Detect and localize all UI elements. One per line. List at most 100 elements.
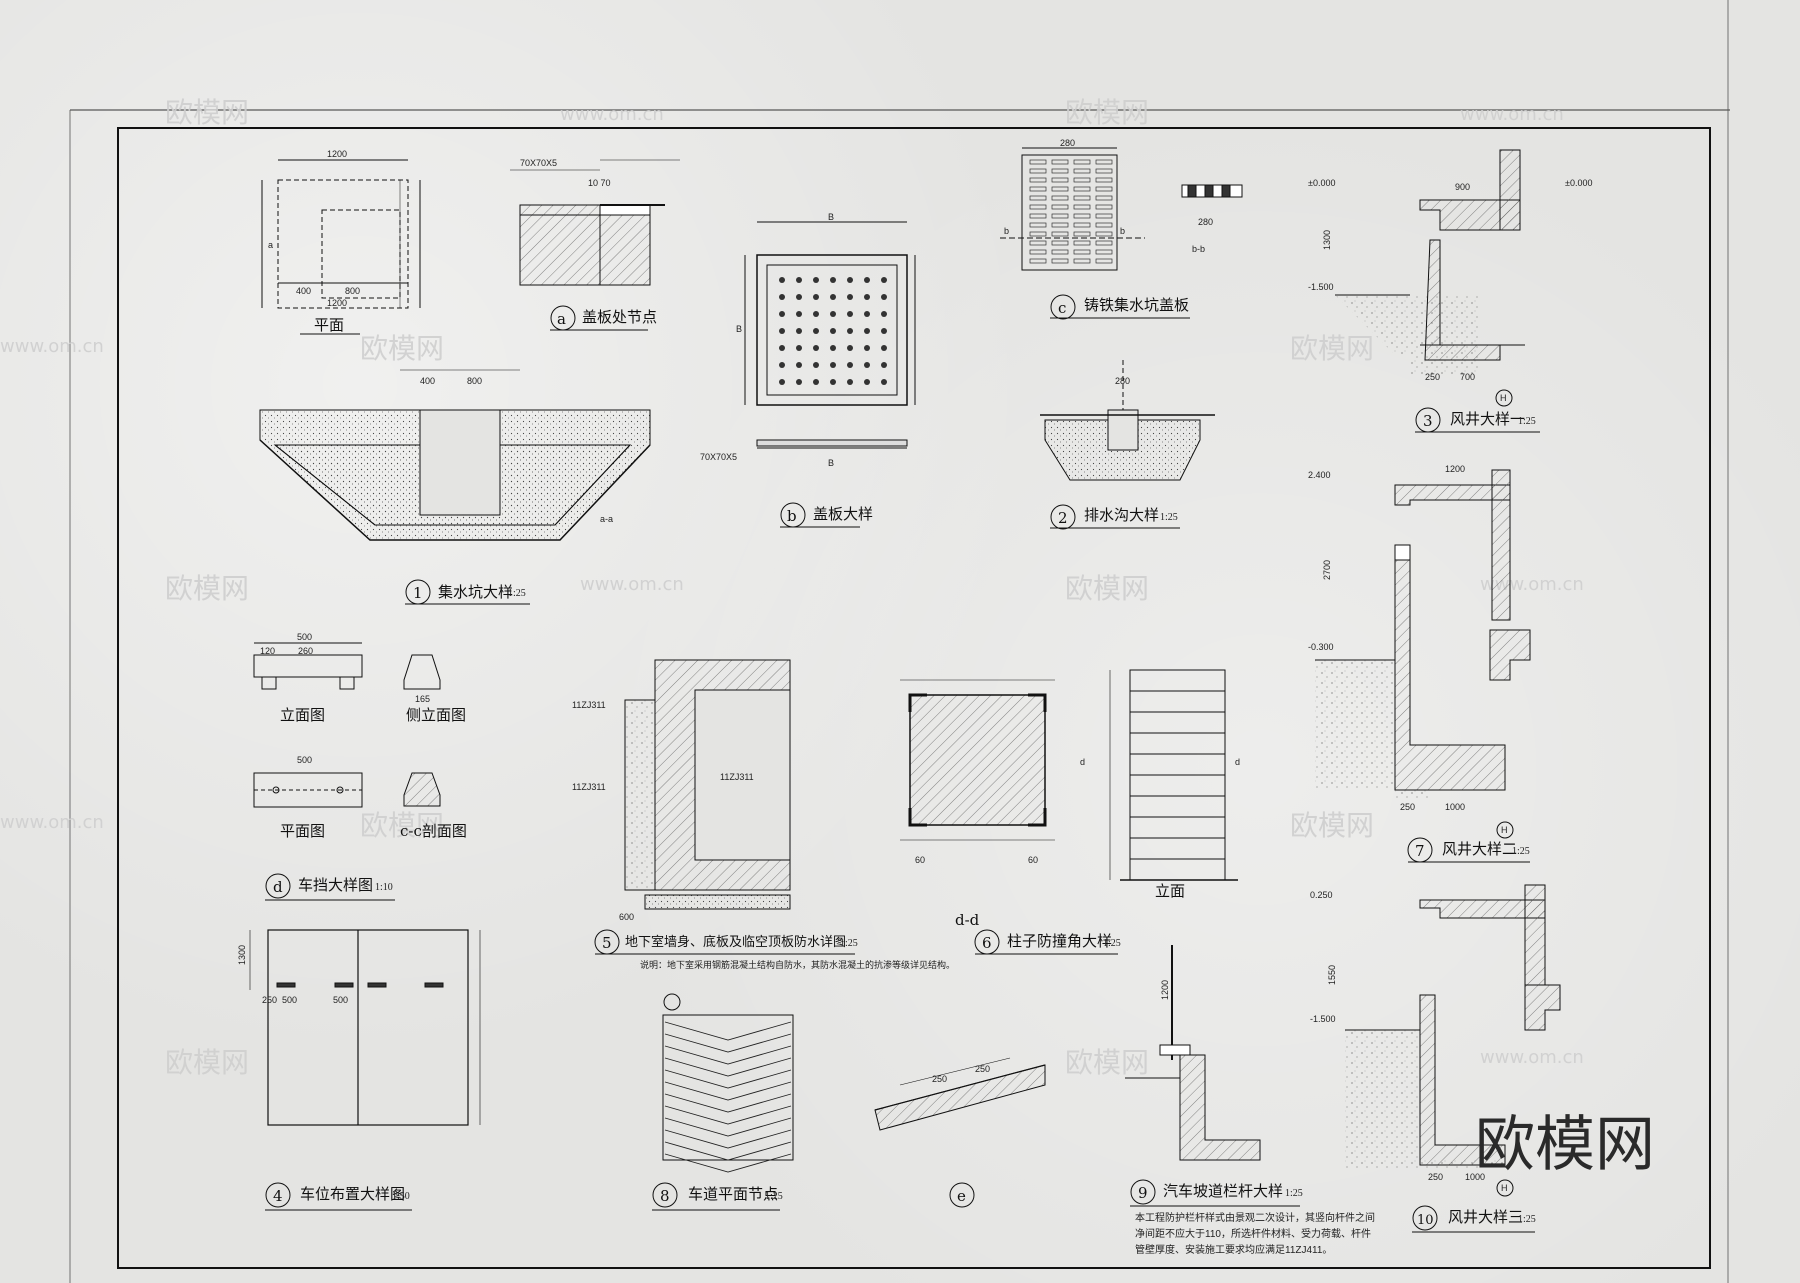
detail-5-title: 地下室墙身、底板及临空顶板防水详图	[625, 934, 846, 950]
grate-slot	[1073, 168, 1091, 174]
cover-hole	[864, 294, 870, 300]
detail-10-elev-top: 0.250	[1310, 890, 1333, 900]
grate-slot	[1029, 168, 1047, 174]
grate-slot	[1051, 186, 1069, 192]
cover-hole	[864, 379, 870, 385]
cover-hole	[881, 328, 887, 334]
grate-slot	[1073, 231, 1091, 237]
detail-4-num: 4	[273, 1187, 283, 1205]
detail-d-cc: c-c剖面图	[400, 822, 467, 840]
detail-1-title: 集水坑大样	[438, 583, 513, 601]
cover-hole	[796, 294, 802, 300]
cover-hole	[864, 362, 870, 368]
grate-slot	[1095, 240, 1113, 246]
wm-cn-7: 欧模网	[360, 809, 444, 842]
detail-c-title: 铸铁集水坑盖板	[1084, 296, 1189, 314]
detail-7-dim-1200: 1200	[1445, 464, 1465, 474]
detail-2-scale: 1:25	[1160, 512, 1178, 523]
detail-7-dim-2700: 2700	[1322, 560, 1332, 580]
detail-8-drawing	[662, 1014, 794, 1161]
detail-3-elev-top: ±0.000	[1308, 178, 1335, 188]
grate-slot	[1095, 213, 1113, 219]
cover-hole	[779, 294, 785, 300]
detail-a-dim: 10 70	[588, 178, 611, 188]
detail-e-num: e	[957, 1187, 966, 1205]
grate-slot	[1051, 240, 1069, 246]
detail-a-num: a	[557, 310, 566, 328]
cover-hole	[813, 345, 819, 351]
detail-b-dim-bottom: B	[828, 458, 834, 468]
grate-slot	[1073, 249, 1091, 255]
detail-3-elev-low: -1.500	[1308, 282, 1334, 292]
detail-2-drawing	[1040, 360, 1215, 481]
wm-cn-9: 欧模网	[165, 1046, 249, 1079]
cover-hole	[881, 294, 887, 300]
plan-drawing	[261, 159, 421, 309]
detail-10-circle	[1412, 1205, 1438, 1231]
cover-hole	[864, 311, 870, 317]
chevron-line	[664, 1105, 792, 1125]
detail-a-title: 盖板处节点	[582, 308, 657, 326]
detail-10-drawing	[1345, 884, 1561, 1170]
grate-slot	[1029, 177, 1047, 183]
detail-7-elev-top: 2.400	[1308, 470, 1331, 480]
grate-slot	[1029, 258, 1047, 264]
grate-slot	[1051, 168, 1069, 174]
detail-3-num: 3	[1423, 412, 1433, 430]
cover-hole	[813, 328, 819, 334]
watermark-layer: 欧模网 www.om.cn 欧模网 www.om.cn 欧模网 www.om.c…	[0, 96, 1584, 1079]
cover-hole	[813, 311, 819, 317]
detail-bb-drawing	[1181, 184, 1243, 198]
detail-10-grid-label: H	[1501, 1183, 1508, 1193]
detail-1-dim-400: 400	[420, 376, 435, 386]
cover-hole	[881, 277, 887, 283]
grate-slot	[1051, 249, 1069, 255]
detail-7-elev-low: -0.300	[1308, 642, 1334, 652]
detail-b-dim-left: B	[736, 324, 742, 334]
grate-slot	[1073, 204, 1091, 210]
cover-hole	[813, 362, 819, 368]
cover-hole	[881, 362, 887, 368]
detail-c-dim-280: 280	[1060, 138, 1075, 148]
detail-6-dim-60b: 60	[1028, 855, 1038, 865]
detail-6-dd: d-d	[955, 911, 980, 929]
detail-b-num: b	[787, 507, 797, 525]
chevron-line	[664, 1069, 792, 1089]
cover-hole	[847, 345, 853, 351]
detail-8-num: 8	[660, 1187, 670, 1205]
cover-hole	[796, 277, 802, 283]
grate-slot	[1051, 222, 1069, 228]
detail-10-dim-250: 250	[1428, 1172, 1443, 1182]
detail-4-dim-500a: 500	[282, 995, 297, 1005]
cover-hole	[779, 345, 785, 351]
facade-label: 立面	[1155, 882, 1185, 900]
cover-hole	[864, 328, 870, 334]
grate-slot	[1029, 159, 1047, 165]
detail-c-slots	[1029, 159, 1113, 264]
detail-3-drawing	[1335, 149, 1525, 375]
detail-d-title: 车挡大样图	[298, 876, 373, 894]
detail-1-drawing	[259, 369, 651, 541]
wm-url-3: www.om.cn	[580, 574, 684, 595]
plan-dim-400: 400	[296, 286, 311, 296]
drawing-border	[117, 127, 1711, 1269]
wm-url-5: www.om.cn	[1480, 1047, 1584, 1068]
detail-5-ref2: 11ZJ311	[572, 782, 606, 792]
detail-9-num: 9	[1138, 1184, 1148, 1202]
detail-8-ref	[663, 993, 681, 1011]
detail-9-circle	[1130, 1179, 1156, 1205]
cover-hole	[779, 311, 785, 317]
detail-6-dim-60a: 60	[915, 855, 925, 865]
detail-bb-label: b-b	[1192, 244, 1205, 254]
detail-10-dim-1550: 1550	[1327, 965, 1337, 985]
detail-d-dim-120: 120	[260, 646, 275, 656]
plan-dim-top: 1200	[327, 149, 347, 159]
chevron-line	[664, 1093, 792, 1113]
grate-slot	[1095, 168, 1113, 174]
grate-slot	[1029, 213, 1047, 219]
grate-slot	[1073, 159, 1091, 165]
detail-e-dim-250a: 250	[932, 1074, 947, 1084]
grate-slot	[1029, 249, 1047, 255]
grate-slot	[1073, 258, 1091, 264]
grate-slot	[1051, 204, 1069, 210]
